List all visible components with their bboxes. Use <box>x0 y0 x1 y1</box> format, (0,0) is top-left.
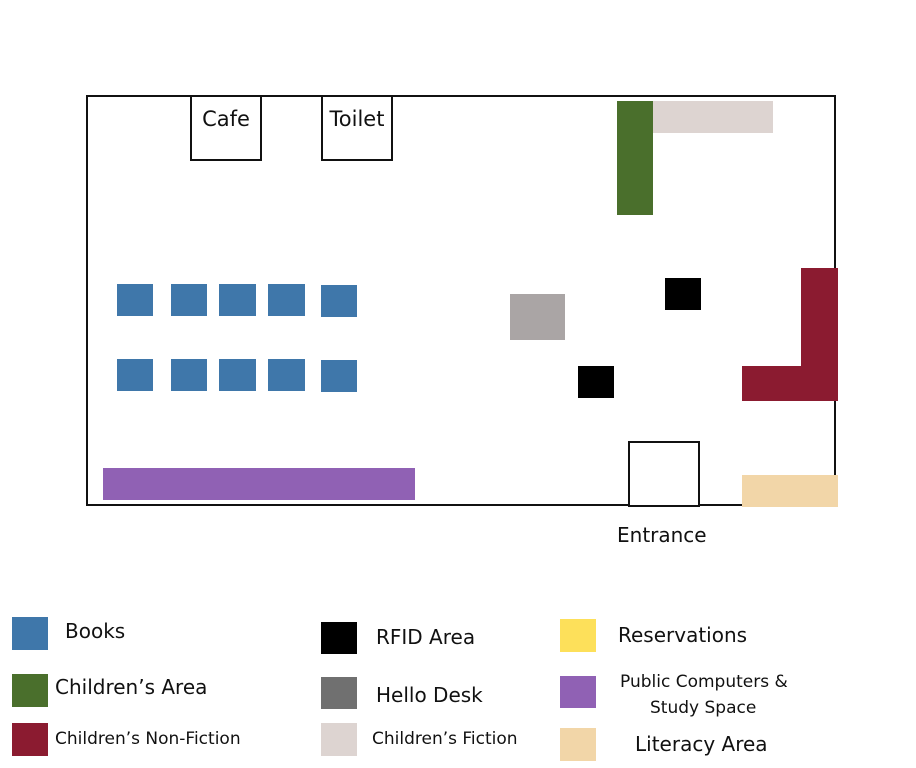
books-shelf <box>321 285 357 317</box>
legend-label-books: Books <box>65 619 126 643</box>
literacy-area-block <box>742 475 838 507</box>
books-shelf <box>171 359 207 391</box>
legend-swatch-public-computers <box>560 676 596 708</box>
legend-label-childrens-area: Children’s Area <box>55 675 208 699</box>
toilet-label: Toilet <box>329 107 385 131</box>
childrens-non-fiction-block <box>742 366 838 401</box>
books-shelf <box>171 284 207 316</box>
legend-swatch-childrens-fiction <box>321 723 357 756</box>
books-shelf <box>268 359 305 391</box>
legend-label-rfid-area: RFID Area <box>376 625 476 649</box>
legend-swatch-literacy-area <box>560 728 596 761</box>
legend-swatch-rfid-area <box>321 622 357 654</box>
books-shelf <box>219 284 256 316</box>
legend-swatch-books <box>12 617 48 650</box>
childrens-non-fiction-block <box>801 268 838 366</box>
books-shelf <box>117 284 153 316</box>
legend-label-public-computers-line2: Study Space <box>650 698 757 718</box>
cafe-label: Cafe <box>202 107 250 131</box>
legend-label-childrens-non-fiction: Children’s Non-Fiction <box>55 729 241 749</box>
books-shelf <box>219 359 256 391</box>
childrens-area-block <box>617 101 653 215</box>
legend-swatch-childrens-non-fiction <box>12 723 48 756</box>
legend-label-public-computers-line1: Public Computers & <box>620 672 788 692</box>
legend-label-literacy-area: Literacy Area <box>635 732 768 756</box>
childrens-fiction-block <box>653 101 773 133</box>
public-computers-block <box>103 468 415 500</box>
legend-swatch-hello-desk <box>321 677 357 709</box>
rfid-area-block <box>578 366 614 398</box>
legend-swatch-childrens-area <box>12 674 48 707</box>
entrance-label: Entrance <box>617 523 707 547</box>
legend-label-childrens-fiction: Children’s Fiction <box>372 729 518 749</box>
hello-desk-block <box>510 294 565 340</box>
legend-label-reservations: Reservations <box>618 623 748 647</box>
entrance-doorway <box>628 441 700 507</box>
cafe-room: Cafe <box>190 95 262 161</box>
rfid-area-block <box>665 278 701 310</box>
legend-label-hello-desk: Hello Desk <box>376 683 483 707</box>
toilet-room: Toilet <box>321 95 393 161</box>
books-shelf <box>321 360 357 392</box>
legend-swatch-reservations <box>560 619 596 652</box>
books-shelf <box>117 359 153 391</box>
books-shelf <box>268 284 305 316</box>
